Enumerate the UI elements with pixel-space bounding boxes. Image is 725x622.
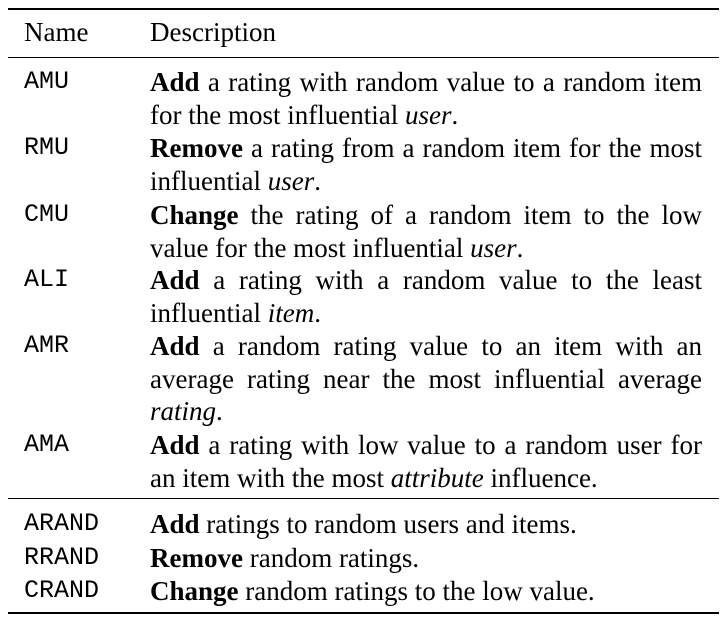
action-word: Add: [150, 67, 200, 97]
row-description-ali: Add a rating with a random value to the …: [150, 264, 702, 329]
row-name-ali: ALI: [24, 265, 70, 294]
row-description-ama: Add a rating with low value to a random …: [150, 429, 702, 494]
row-name-rmu: RMU: [24, 133, 70, 162]
description-text: the rating of a random item to the low v…: [150, 200, 702, 263]
row-name-ama: AMA: [24, 430, 70, 459]
description-end: .: [314, 165, 321, 196]
description-end: .: [314, 297, 321, 328]
row-name-amu: AMU: [24, 67, 70, 96]
row-name-rrand: RRAND: [24, 543, 100, 572]
description-text: ratings to random users and items.: [199, 509, 577, 539]
emphasis-word: rating: [150, 396, 217, 427]
emphasis-word: attribute: [390, 462, 484, 493]
action-word: Add: [150, 265, 200, 295]
attack-description-table: Name Description AMU Add a rating with r…: [8, 8, 719, 614]
action-word: Add: [150, 509, 200, 539]
row-name-cmu: CMU: [24, 200, 70, 229]
top-rule: [8, 8, 719, 10]
header-description: Description: [150, 17, 276, 47]
action-word: Change: [150, 576, 239, 606]
row-description-cmu: Change the rating of a random item to th…: [150, 199, 702, 264]
row-name-amr: AMR: [24, 331, 70, 360]
action-word: Change: [150, 200, 239, 230]
action-word: Add: [150, 331, 200, 361]
row-name-crand: CRAND: [24, 576, 100, 605]
row-description-amr: Add a random rating value to an item wit…: [150, 330, 702, 428]
row-description-rmu: Remove a rating from a random item for t…: [150, 132, 702, 197]
emphasis-word: user: [267, 165, 315, 196]
emphasis-word: user: [404, 99, 452, 130]
row-description-rrand: Remove random ratings.: [150, 542, 702, 575]
description-text: a rating with random value to a random i…: [150, 67, 702, 130]
description-text: a random rating value to an item with an…: [150, 331, 702, 394]
action-word: Remove: [150, 543, 243, 573]
row-name-arand: ARAND: [24, 509, 100, 538]
bottom-rule: [8, 612, 719, 614]
description-end: influence.: [483, 462, 598, 493]
emphasis-word: user: [470, 232, 517, 263]
description-text: a rating from a random item for the most…: [150, 133, 702, 196]
group-separator-rule: [8, 498, 719, 499]
row-description-crand: Change random ratings to the low value.: [150, 575, 702, 608]
description-end: .: [516, 232, 524, 263]
header-name: Name: [24, 17, 89, 47]
description-end: .: [451, 99, 459, 130]
row-description-arand: Add ratings to random users and items.: [150, 508, 702, 541]
header-rule: [8, 57, 719, 58]
row-description-amu: Add a rating with random value to a rand…: [150, 66, 702, 131]
description-text: a rating with a random value to the leas…: [150, 265, 702, 328]
action-word: Remove: [150, 133, 243, 163]
description-text: a rating with low value to a random user…: [150, 430, 702, 493]
emphasis-word: item: [267, 297, 315, 328]
description-end: .: [216, 396, 223, 427]
description-text: random ratings.: [242, 543, 420, 573]
action-word: Add: [150, 430, 200, 460]
description-text: random ratings to the low value.: [238, 576, 595, 606]
